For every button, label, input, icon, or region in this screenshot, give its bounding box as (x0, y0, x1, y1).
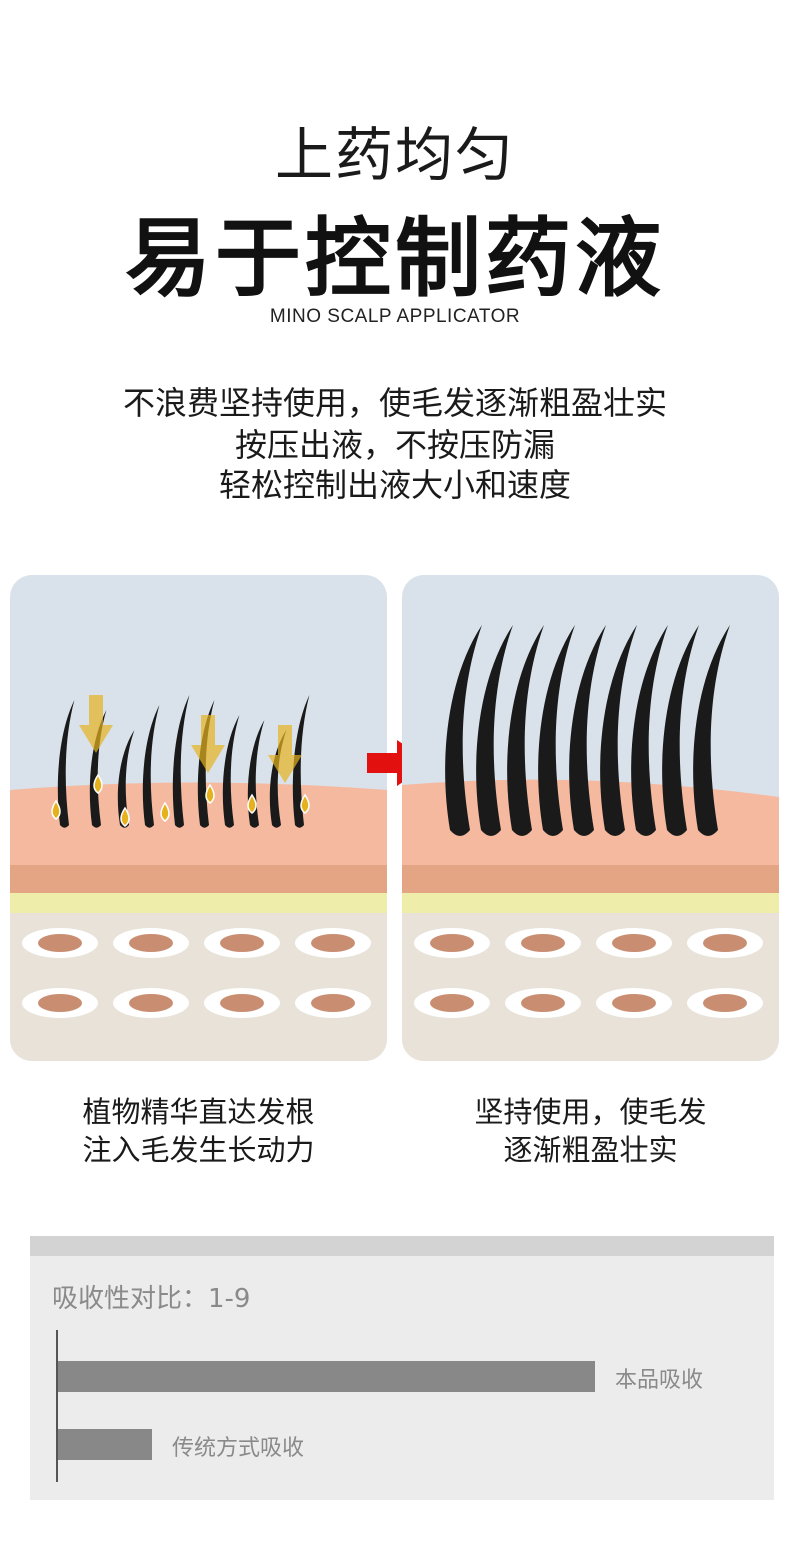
cell-nucleus (38, 994, 82, 1012)
hair-strand (631, 625, 668, 836)
hair-strand (569, 625, 606, 836)
hair-strand (292, 695, 310, 828)
illustration-after (402, 575, 779, 1061)
cell-nucleus (703, 994, 747, 1012)
bar-traditional (58, 1429, 152, 1460)
cell-nucleus (521, 934, 565, 952)
description-line-2: 按压出液，不按压防漏 (234, 426, 555, 464)
cell-nucleus (703, 934, 747, 952)
hair-strand (89, 710, 107, 828)
caption-before-line-2: 注入毛发生长动力 (82, 1133, 315, 1167)
hair-strand (445, 625, 482, 836)
caption-after-line-2: 逐渐粗盈壮实 (503, 1133, 678, 1167)
dermis-layer (10, 865, 387, 893)
description-line-1: 不浪费坚持使用，使毛发逐渐粗盈壮实 (122, 384, 667, 422)
hair-strand (197, 700, 215, 828)
caption-after-line-1: 坚持使用，使毛发 (474, 1095, 707, 1129)
caption-before-line-1: 植物精华直达发根 (82, 1095, 315, 1129)
product-subtitle: MINO SCALP APPLICATOR (269, 306, 521, 327)
description-line-3: 轻松控制出液大小和速度 (218, 466, 571, 504)
hair-strand (538, 625, 575, 836)
hair-strand (117, 730, 135, 828)
hair-strand (693, 625, 730, 836)
drop-icon (160, 801, 170, 822)
cell-nucleus (311, 934, 355, 952)
drop-icon (51, 799, 61, 820)
skin-layer (10, 782, 387, 875)
chart-title: 吸收性对比：1-9 (52, 1284, 251, 1314)
bar-label-traditional: 传统方式吸收 (172, 1436, 305, 1461)
hair-strand (142, 705, 160, 828)
illustration-before (10, 575, 387, 1061)
hair-strand (57, 700, 75, 828)
drop-icon (300, 793, 310, 814)
cell-nucleus (38, 934, 82, 952)
dermis-layer (402, 865, 779, 893)
hair-strand (476, 625, 513, 836)
cell-nucleus (220, 934, 264, 952)
fat-layer (10, 893, 387, 913)
cell-nucleus (521, 994, 565, 1012)
hair-strand (600, 625, 637, 836)
down-arrow-icon (268, 725, 302, 783)
cell-nucleus (430, 994, 474, 1012)
cell-nucleus (430, 934, 474, 952)
hair-strand (662, 625, 699, 836)
down-arrow-icon (191, 715, 225, 773)
cell-nucleus (311, 994, 355, 1012)
drop-icon (120, 806, 130, 827)
down-arrow-icon (79, 695, 113, 753)
bar-label-product: 本品吸收 (615, 1368, 704, 1393)
drop-icon (93, 773, 103, 794)
cell-nucleus (612, 994, 656, 1012)
drop-icon (247, 793, 257, 814)
fat-layer (402, 893, 779, 913)
cell-nucleus (129, 934, 173, 952)
cell-nucleus (612, 934, 656, 952)
hair-strand (172, 695, 190, 828)
page-title: 上药均匀 (274, 121, 515, 189)
chart-axis (56, 1330, 58, 1482)
chart-top-strip (30, 1236, 774, 1256)
cell-nucleus (220, 994, 264, 1012)
drop-icon (205, 783, 215, 804)
caption-before: 植物精华直达发根 注入毛发生长动力 (10, 1093, 387, 1169)
cell-nucleus (129, 994, 173, 1012)
transition-arrow-icon (367, 740, 431, 786)
hair-strand (507, 625, 544, 836)
page-headline: 易于控制药液 (125, 209, 665, 309)
bar-product (58, 1361, 595, 1392)
hair-strand (222, 715, 240, 828)
hair-strand (269, 730, 287, 828)
caption-after: 坚持使用，使毛发 逐渐粗盈壮实 (402, 1093, 779, 1169)
